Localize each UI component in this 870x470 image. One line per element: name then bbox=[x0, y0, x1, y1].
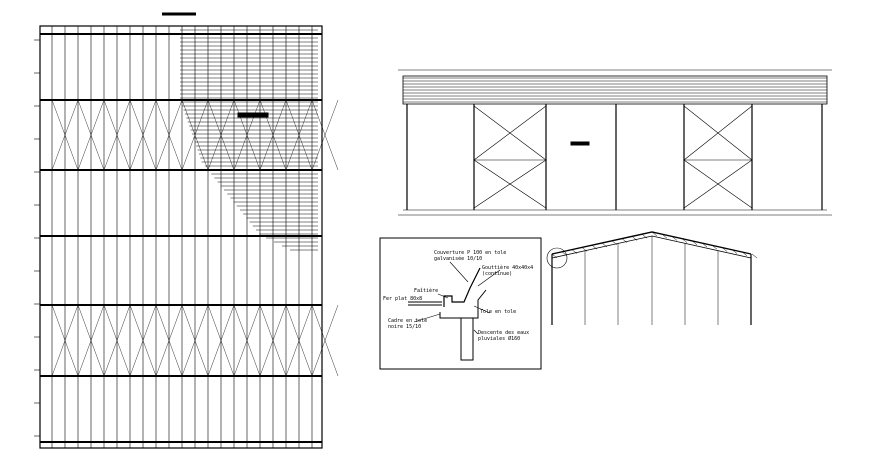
portal-truss-web bbox=[661, 234, 668, 239]
label-cadre-2: noire 15/10 bbox=[388, 324, 421, 330]
plan-brace-line bbox=[207, 99, 235, 171]
label-couverture: Couverture P 100 en tole bbox=[434, 250, 506, 256]
portal-truss-web bbox=[551, 253, 558, 259]
elevation-brace bbox=[473, 105, 547, 161]
portal-truss-web bbox=[721, 247, 728, 252]
plan-brace-line bbox=[103, 304, 131, 377]
roof-framing-plan bbox=[34, 12, 339, 449]
side-elevation bbox=[398, 69, 832, 216]
portal-truss-web bbox=[611, 240, 618, 245]
plan-brace-line bbox=[51, 304, 79, 377]
plan-brace-line bbox=[181, 304, 209, 377]
plan-brace-line bbox=[259, 99, 287, 171]
plan-brace-line bbox=[155, 99, 183, 171]
detail-callout-circle bbox=[546, 247, 568, 269]
plan-brace-line bbox=[103, 99, 131, 171]
portal-truss-web bbox=[631, 236, 638, 241]
portal-truss-web bbox=[581, 247, 588, 252]
elevation-brace bbox=[473, 159, 547, 209]
roof-label-block bbox=[237, 112, 269, 118]
elevation-brace bbox=[683, 159, 753, 209]
plan-brace-line bbox=[207, 304, 235, 377]
portal-truss-web bbox=[671, 236, 678, 241]
portal-truss-web bbox=[651, 231, 658, 237]
label-gouttiere-2: (continue) bbox=[482, 271, 512, 277]
label-descente: Descente des eaux bbox=[478, 330, 529, 336]
plan-brace-line bbox=[233, 99, 261, 171]
gutter-detail: Couverture P 100 en tole galvanisée 10/1… bbox=[379, 237, 542, 370]
label-tole: Tole en tole bbox=[480, 309, 516, 315]
portal-frame-section bbox=[546, 231, 758, 325]
portal-truss-web bbox=[621, 238, 628, 243]
label-descente-2: pluviales Ø160 bbox=[478, 335, 520, 342]
portal-truss-web bbox=[691, 240, 698, 245]
plan-brace-line bbox=[285, 304, 313, 377]
portal-truss-web bbox=[571, 249, 578, 254]
plan-brace-line bbox=[181, 99, 209, 171]
portal-truss-web bbox=[711, 245, 718, 250]
label-cadre: Cadre en tole bbox=[388, 318, 427, 324]
plan-brace-line bbox=[77, 99, 105, 171]
plan-brace-line bbox=[77, 304, 105, 377]
portal-truss-web bbox=[591, 245, 598, 250]
portal-truss-web bbox=[681, 238, 688, 243]
plan-brace-line bbox=[311, 99, 339, 171]
plan-brace-line bbox=[129, 99, 157, 171]
label-fer: Fer plat 80x8 bbox=[383, 296, 422, 302]
label-faitiere: Faîtière bbox=[414, 287, 438, 294]
portal-truss-web bbox=[701, 242, 708, 248]
portal-truss-web bbox=[641, 234, 648, 239]
elevation-brace bbox=[683, 105, 753, 161]
plan-brace-line bbox=[129, 304, 157, 377]
elevation-label-block bbox=[570, 141, 590, 146]
portal-truss-web bbox=[741, 251, 748, 256]
plan-brace-line bbox=[51, 99, 79, 171]
plan-brace-line bbox=[311, 304, 339, 377]
portal-truss-web bbox=[751, 253, 758, 259]
portal-truss-web bbox=[731, 249, 738, 254]
plan-brace-line bbox=[259, 304, 287, 377]
portal-truss-web bbox=[601, 242, 608, 248]
portal-truss-web bbox=[561, 251, 568, 256]
plan-brace-line bbox=[285, 99, 313, 171]
plan-brace-line bbox=[155, 304, 183, 377]
label-couverture-2: galvanisée 10/10 bbox=[434, 255, 482, 262]
label-gouttiere: Gouttière 40x40x4 bbox=[482, 264, 533, 271]
plan-brace-line bbox=[233, 304, 261, 377]
